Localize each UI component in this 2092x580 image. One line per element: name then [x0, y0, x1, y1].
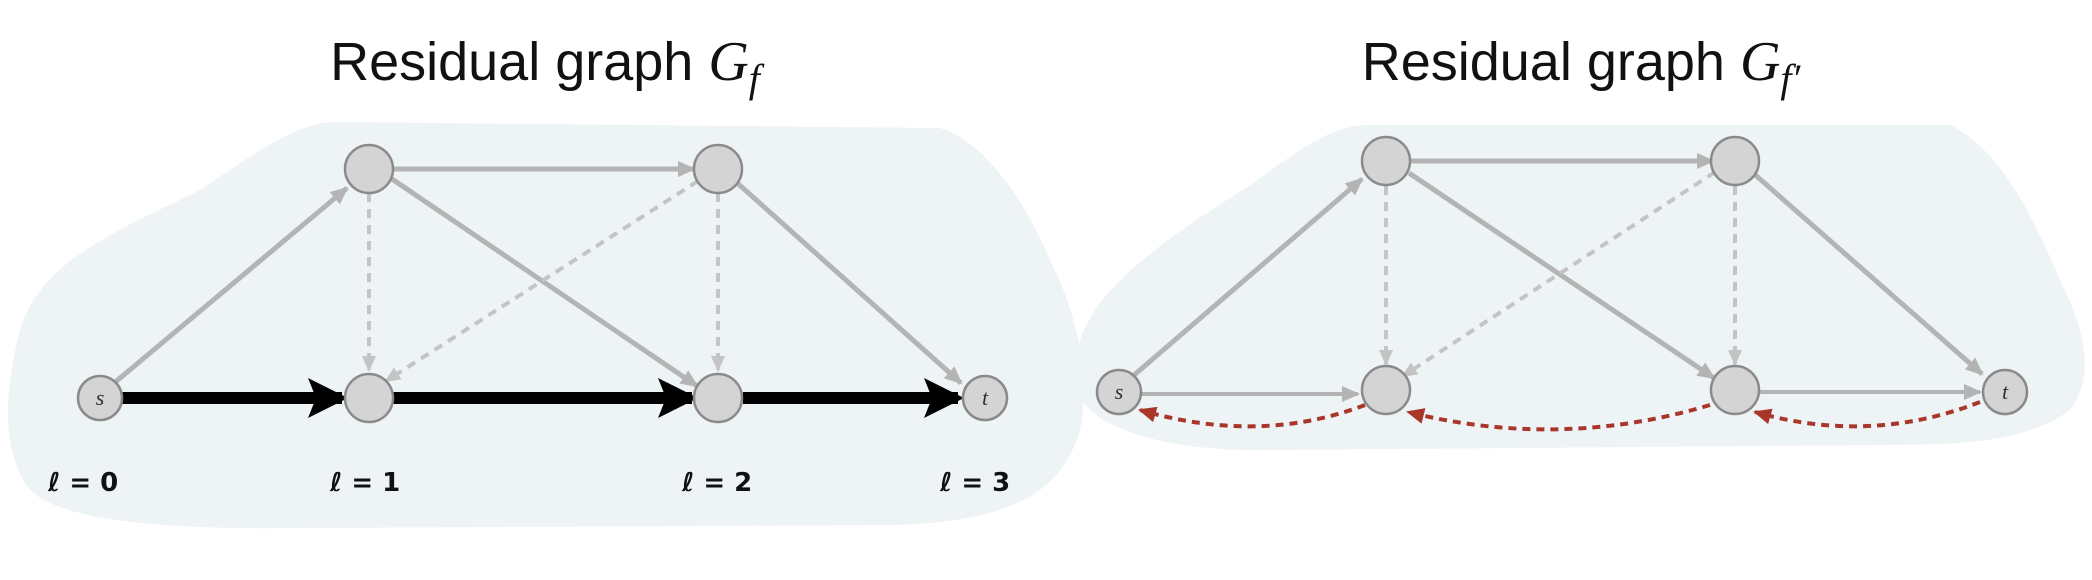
left-title-text: Residual graph [330, 32, 694, 92]
node-t-label: t [982, 385, 989, 410]
node-u2 [692, 143, 744, 195]
level-label-0: ℓ = 0 [48, 468, 119, 498]
node-u1 [343, 143, 395, 195]
edge-u2-to-t [733, 179, 963, 385]
edge-s-to-u1-right [1131, 177, 1364, 378]
node-l1 [343, 372, 395, 424]
node-s [76, 374, 124, 422]
node-u1-right [1360, 135, 1412, 187]
edge-u2-to-t-right [1751, 171, 1984, 376]
node-s-right [1095, 368, 1143, 416]
node-l1-right [1360, 364, 1412, 416]
node-t-right [1981, 368, 2029, 416]
node-s-label-right: s [1115, 379, 1124, 404]
right-panel: Residual graph Gf′ [1070, 0, 2092, 580]
level-label-3: ℓ = 3 [940, 468, 1011, 498]
node-l2-right [1709, 364, 1761, 416]
reverse-edge-l1-to-s [1138, 403, 1366, 429]
level-label-2: ℓ = 2 [682, 468, 753, 498]
edge-u1-to-l2 [390, 176, 699, 389]
left-background-blob [8, 121, 1084, 529]
dashed-edge-u2-to-l1-right [1401, 170, 1717, 378]
node-t-label-right: t [2002, 379, 2009, 404]
node-u2-right [1709, 135, 1761, 187]
right-panel-title: Residual graph Gf′ [1070, 30, 2092, 102]
node-l2 [692, 372, 744, 424]
left-panel: Residual graph Gf [0, 30, 1090, 529]
level-label-1: ℓ = 1 [330, 468, 401, 498]
left-title-symbol: Gf [708, 31, 760, 101]
left-graph: s t [8, 121, 1084, 529]
right-title-text: Residual graph [1361, 32, 1725, 92]
reverse-edge-t-to-l2 [1753, 400, 1981, 429]
left-panel-title: Residual graph Gf [0, 30, 1090, 102]
dashed-edge-u2-to-l1 [384, 179, 700, 383]
edge-u1-to-l2-right [1407, 170, 1716, 381]
node-s-label: s [96, 385, 105, 410]
node-t [961, 374, 1009, 422]
right-title-symbol: Gf′ [1739, 31, 1801, 101]
edge-s-to-u1 [111, 186, 349, 386]
right-graph: s t [1076, 125, 2085, 451]
